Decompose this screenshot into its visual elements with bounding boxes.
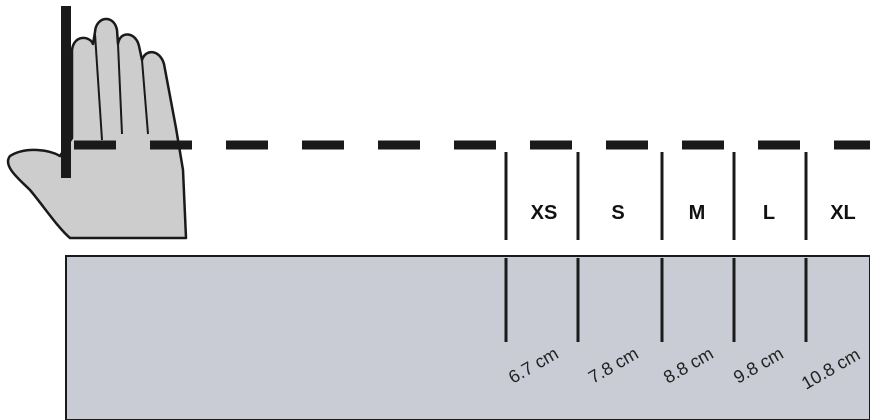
size-label-l: L (763, 202, 775, 224)
measurement-ruler (65, 255, 870, 420)
reference-bar (61, 6, 71, 178)
size-label-s: S (611, 202, 624, 224)
hand-icon (6, 17, 188, 240)
measurement-ticks (504, 258, 808, 342)
size-column-ticks (504, 152, 808, 240)
size-labels: XS S M L XL (531, 202, 856, 224)
size-label-m: M (689, 202, 706, 224)
size-label-xs: XS (531, 202, 558, 224)
size-label-xl: XL (830, 202, 856, 224)
